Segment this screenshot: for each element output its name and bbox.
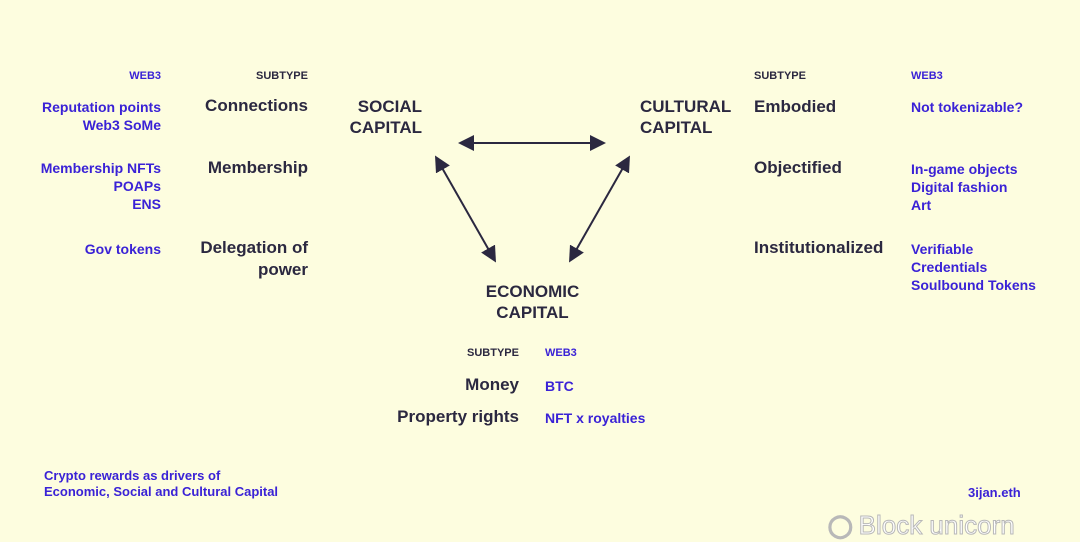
cultural-subtype-embodied: Embodied [754,97,837,116]
cultural-subtype-institutionalized: Institutionalized [754,238,884,257]
cultural-web3-header: WEB3 [911,70,943,82]
watermark-text: Block unicorn [858,510,1015,541]
arrow-cultural-economic [569,155,630,263]
author: 3ijan.eth [968,485,1021,500]
social-web3-header: WEB3 [129,70,161,82]
social-subtype-membership: Membership [207,158,308,177]
arrow-social-economic [435,155,496,263]
social-subtype-header: SUBTYPE [256,70,308,82]
economic-web3-header: WEB3 [545,347,577,359]
economic-subtype-money: Money [465,375,519,394]
economic-subtype-header: SUBTYPE [467,347,519,359]
wechat-icon: ◯ [828,512,854,538]
economic-web3-money: BTC [545,378,574,394]
social-subtype-connections: Connections [205,96,308,115]
watermark: ◯ Block unicorn [828,510,1016,541]
cultural-web3-embodied: Not tokenizable? [911,99,1024,115]
cultural-subtype-header: SUBTYPE [754,70,806,82]
economic-web3-property: NFT x royalties [545,410,646,426]
economic-subtype-property: Property rights [397,407,519,426]
social-web3-delegation: Gov tokens [84,241,161,257]
cultural-subtype-objectified: Objectified [754,158,842,177]
